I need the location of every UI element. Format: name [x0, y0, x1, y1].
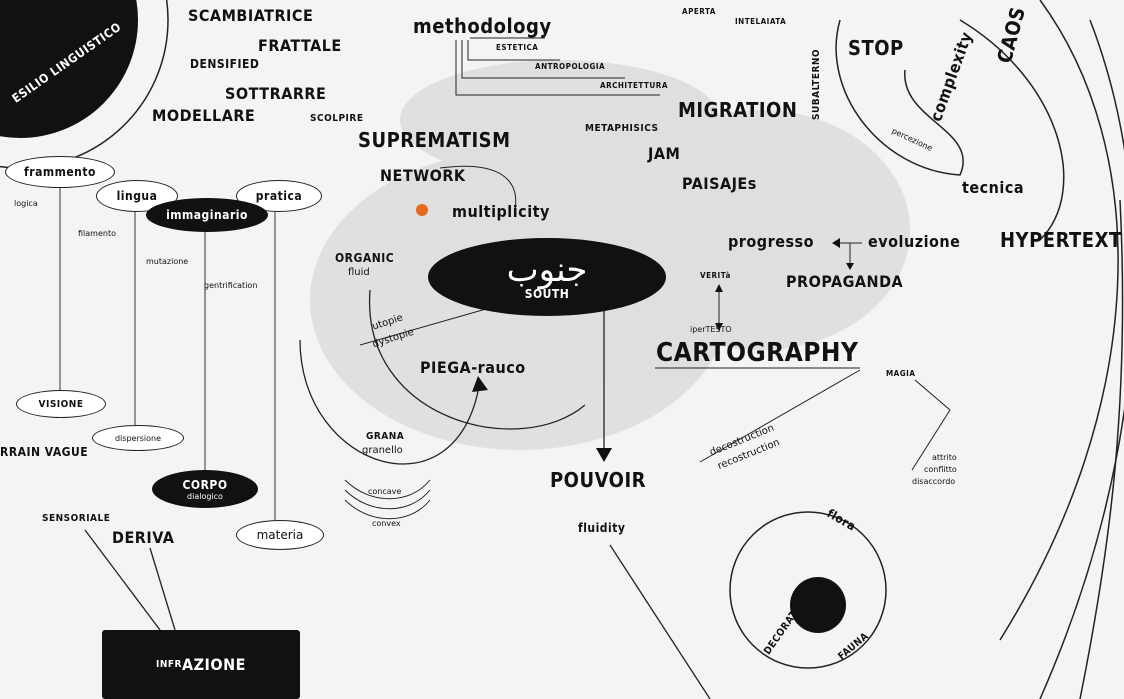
term-pouvoir: POUVOIR — [550, 470, 646, 490]
south-label: SOUTH — [525, 287, 570, 301]
label-visione: VISIONE — [39, 399, 84, 410]
term-deriva: DERIVA — [112, 530, 174, 546]
term-organic: ORGANIC — [335, 252, 394, 264]
term-network: NETWORK — [380, 168, 466, 184]
label-corpo: CORPO — [183, 478, 228, 492]
term-cartography: CARTOGRAPHY — [656, 340, 858, 366]
term-gentrification: gentrification — [204, 282, 257, 290]
term-disaccordo: disaccordo — [912, 478, 955, 486]
branch-estetica: ESTETICA — [496, 44, 538, 52]
term-intelaiata: INTELAIATA — [735, 18, 786, 26]
term-attrito: attrito — [932, 454, 957, 462]
term-fluid: fluid — [348, 268, 370, 278]
oval-immaginario: immaginario — [146, 198, 268, 232]
label-immaginario: immaginario — [166, 208, 248, 222]
methodology-title: methodology — [413, 16, 552, 36]
term-multiplicity: multiplicity — [452, 204, 550, 220]
label-materia: materia — [257, 528, 304, 542]
term-metaphisics: METAPHISICS — [585, 124, 658, 134]
term-migration: MIGRATION — [678, 100, 797, 120]
term-densified: DENSIFIED — [190, 58, 259, 70]
term-sottrarre: SOTTRARRE — [225, 86, 326, 102]
term-conflitto: conflitto — [924, 466, 957, 474]
term-grana: GRANA — [366, 432, 404, 442]
infrazione-prefix: INFR — [156, 659, 182, 670]
term-ipertesto: iperTESTO — [690, 326, 732, 334]
term-sensoriale: SENSORIALE — [42, 514, 110, 524]
south-oval: جنوب SOUTH — [428, 238, 666, 316]
south-arabic: جنوب — [507, 253, 588, 287]
label-dialogico: dialogico — [187, 492, 223, 501]
term-modellare: MODELLARE — [152, 108, 255, 124]
term-subalterno: SUBALTERNO — [812, 49, 822, 120]
label-dispersione: dispersione — [115, 434, 161, 443]
oval-materia: materia — [236, 520, 324, 550]
oval-corpo: CORPO dialogico — [152, 470, 258, 508]
term-tecnica: tecnica — [962, 180, 1024, 196]
branch-antropologia: ANTROPOLOGIA — [535, 63, 605, 71]
term-evoluzione: evoluzione — [868, 234, 960, 250]
infrazione-suffix: AZIONE — [182, 655, 246, 674]
term-jam: JAM — [648, 146, 680, 162]
term-mutazione: mutazione — [146, 258, 188, 266]
term-filamento: filamento — [78, 230, 116, 238]
term-propaganda: PROPAGANDA — [786, 274, 903, 290]
label-lingua: lingua — [117, 189, 158, 203]
label-pratica: pratica — [256, 189, 302, 203]
term-hypertext: HYPERTEXT — [1000, 230, 1122, 250]
term-stop: STOP — [848, 38, 904, 58]
term-terrain-vague: RRAIN VAGUE — [0, 446, 88, 458]
term-progresso: progresso — [728, 234, 814, 250]
term-piega: PIEGA-rauco — [420, 360, 526, 376]
term-aperta: APERTA — [682, 8, 716, 16]
term-paisajes: PAISAJEs — [682, 176, 757, 192]
oval-dispersione: dispersione — [92, 425, 184, 451]
infrazione-box: INFR AZIONE — [102, 630, 300, 699]
term-logica: logica — [14, 200, 38, 208]
term-concave: concave — [368, 488, 401, 496]
oval-visione: VISIONE — [16, 390, 106, 418]
term-scolpire: SCOLPIRE — [310, 114, 363, 124]
term-granello: granello — [362, 446, 403, 456]
term-magia: MAGIA — [886, 370, 915, 378]
term-frattale: FRATTALE — [258, 38, 342, 54]
oval-frammento: frammento — [5, 156, 115, 188]
branch-architettura: ARCHITETTURA — [600, 82, 668, 90]
term-verita: VERITà — [700, 272, 731, 280]
term-fluidity: fluidity — [578, 522, 625, 534]
term-scambiatrice: SCAMBIATRICE — [188, 8, 313, 24]
term-suprematism: SUPREMATISM — [358, 130, 511, 150]
term-convex: convex — [372, 520, 401, 528]
label-frammento: frammento — [24, 165, 96, 179]
